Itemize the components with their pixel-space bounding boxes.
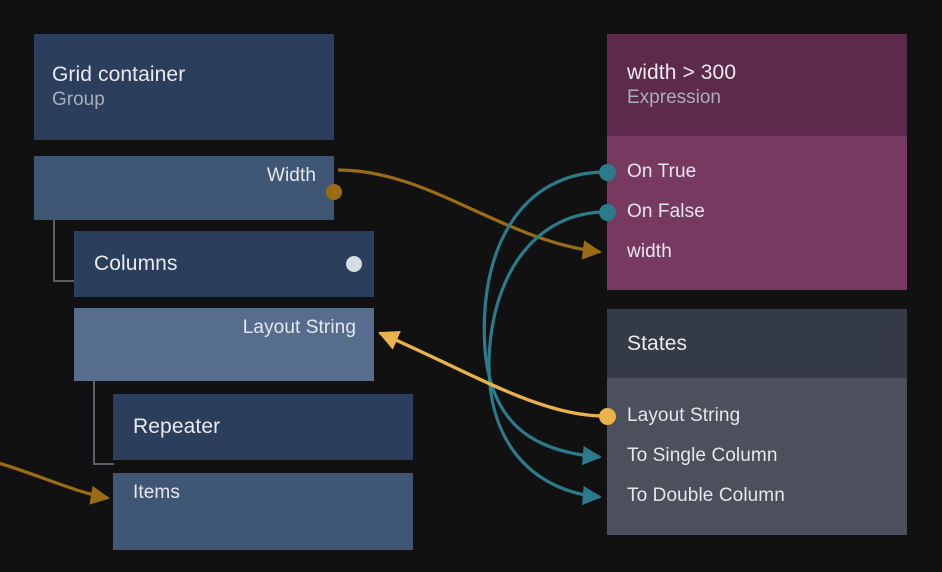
wire-offscreen-to-items [0, 461, 110, 505]
node-columns[interactable]: Columns Layout String [74, 231, 374, 381]
port-repeater-items[interactable]: Items [133, 473, 393, 513]
node-repeater-title: Repeater [133, 415, 221, 438]
node-columns-title: Columns [94, 252, 178, 275]
node-states-title: States [627, 331, 688, 355]
tree-connector-columns-to-repeater [93, 378, 114, 465]
port-expression-on-false[interactable]: On False [627, 192, 887, 232]
node-grid-container[interactable]: Grid container Group Width [34, 34, 342, 220]
port-grid-container-width-label: Width [266, 165, 316, 186]
port-states-to-single-column[interactable]: To Single Column [627, 436, 887, 476]
port-expression-on-true[interactable]: On True [627, 152, 887, 192]
port-columns-layout-string[interactable]: Layout String [92, 308, 356, 348]
port-grid-container-width[interactable]: Width [52, 156, 316, 196]
node-expression-title: width > 300 [627, 61, 737, 84]
port-dot-states-layout-string[interactable] [599, 408, 616, 425]
node-states-body: Layout String To Single Column To Double… [599, 378, 907, 535]
port-expression-width[interactable]: width [627, 232, 887, 272]
node-expression-body: On True On False width [599, 136, 907, 290]
node-columns-header[interactable]: Columns [74, 231, 374, 297]
port-states-to-single-column-label: To Single Column [627, 445, 778, 466]
node-states[interactable]: States Layout String To Single Column To… [599, 309, 907, 535]
port-columns-layout-string-label: Layout String [242, 317, 356, 338]
port-states-to-double-column[interactable]: To Double Column [627, 476, 887, 516]
node-repeater[interactable]: Repeater Items [113, 394, 413, 550]
port-expression-on-false-label: On False [627, 201, 705, 222]
port-dot-expression-on-false[interactable] [599, 204, 616, 221]
port-states-to-double-column-label: To Double Column [627, 485, 785, 506]
port-expression-width-label: width [627, 241, 672, 262]
node-repeater-header[interactable]: Repeater [113, 394, 413, 460]
port-states-layout-string-label: Layout String [627, 405, 741, 426]
node-expression-subtitle: Expression [627, 87, 721, 108]
port-expression-on-true-label: On True [627, 161, 697, 182]
node-grid-container-body: Width [34, 156, 342, 220]
node-expression[interactable]: width > 300 Expression On True On False … [599, 34, 907, 290]
wire-ontrue-to-single-column [482, 170, 607, 466]
node-grid-container-subtitle: Group [52, 89, 105, 110]
node-grid-container-title: Grid container [52, 63, 186, 86]
node-columns-body: Layout String [74, 308, 374, 381]
port-dot-expression-on-true[interactable] [599, 164, 616, 181]
port-states-layout-string[interactable]: Layout String [627, 396, 887, 436]
node-grid-container-header[interactable]: Grid container Group [34, 34, 334, 140]
node-repeater-body: Items [113, 473, 413, 550]
port-dot-grid-container-width[interactable] [326, 184, 342, 200]
tree-connector-grid-to-columns [53, 213, 74, 282]
port-repeater-items-label: Items [133, 482, 180, 503]
wire-width-to-width [337, 168, 602, 260]
node-expression-header[interactable]: width > 300 Expression [607, 34, 907, 136]
wire-onfalse-to-double-column [487, 210, 607, 506]
port-dot-columns-output[interactable] [346, 256, 362, 272]
node-states-header[interactable]: States [607, 309, 907, 378]
wire-layout-string-to-columns [378, 330, 605, 418]
